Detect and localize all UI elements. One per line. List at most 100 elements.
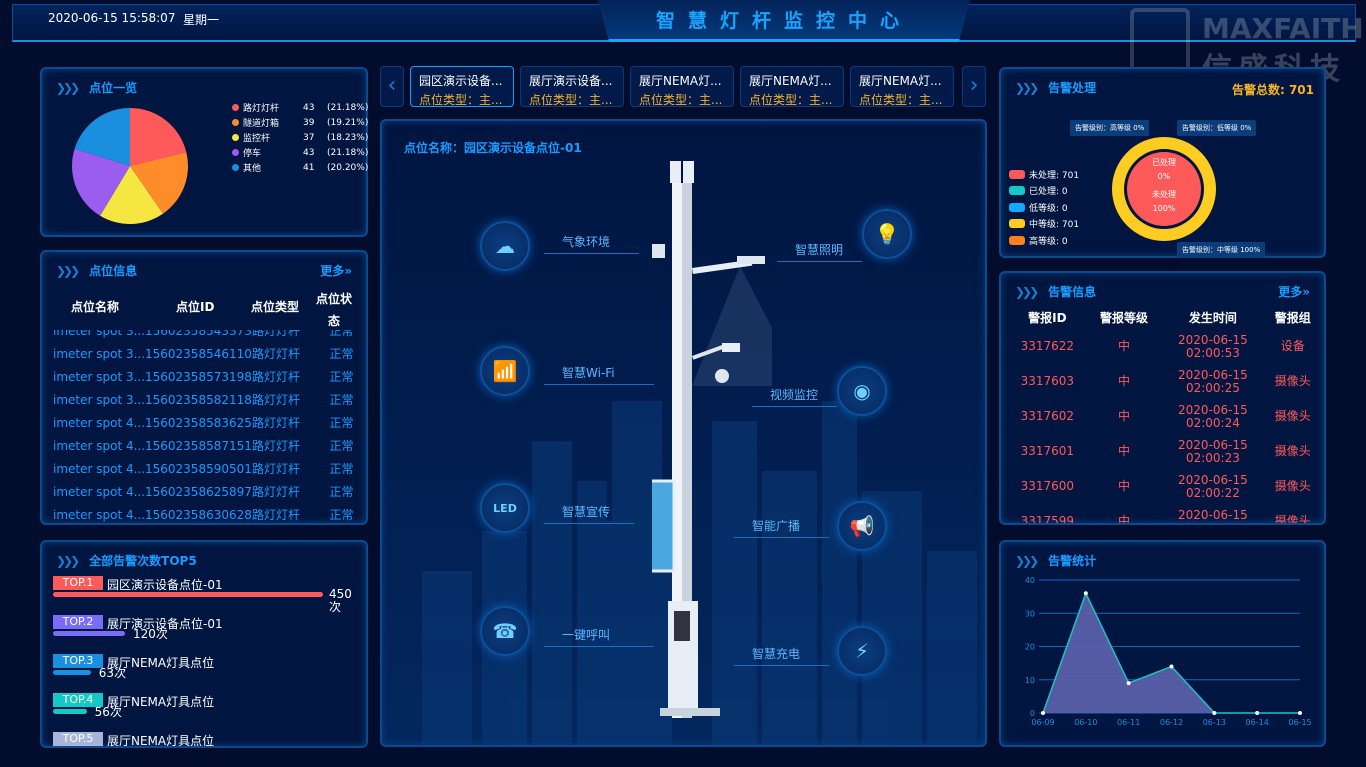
alarm-level: 中 [1117,444,1130,458]
charge-label: 智慧充电 [734,645,829,666]
data-point[interactable] [1083,591,1088,596]
point-tab[interactable]: 展厅NEMA灯...点位类型：主... [630,66,734,107]
next-arrow-button[interactable]: › [962,66,986,107]
legend-dot-icon [232,134,239,141]
data-point[interactable] [1212,711,1217,715]
alarm-level: 中 [1117,514,1130,525]
data-point[interactable] [1298,711,1302,715]
lightbulb-icon[interactable]: 💡 [862,209,912,259]
tab-type: 点位类型：主... [529,93,613,107]
alarm-level-ring: 已处理 0% 未处理 100% [1112,137,1216,241]
chevron-icon: ❯❯❯ [56,554,80,568]
data-point[interactable] [1126,681,1131,686]
alarm-group: 摄像头 [1274,479,1311,493]
more-link[interactable]: 更多» [320,264,352,278]
pie-slice[interactable] [72,148,130,216]
table-row[interactable]: imeter spot 4...15602358630628...路灯灯杆正常 [53,503,363,523]
table-row[interactable]: imeter spot 3...15602358546110...路灯灯杆正常 [53,342,363,365]
data-point[interactable] [1041,711,1045,715]
legend-swatch-icon [1009,202,1025,212]
top5-item[interactable]: TOP.3 展厅NEMA灯具点位 63次 [53,654,363,692]
top5-item[interactable]: TOP.4 展厅NEMA灯具点位 56次 [53,693,363,731]
megaphone-icon[interactable]: 📢 [837,501,887,551]
alarm-id: 3317622 [1020,339,1075,353]
battery-charge-icon[interactable]: ⚡ [837,626,887,676]
y-tick-label: 40 [1025,576,1035,585]
prev-arrow-button[interactable]: ‹ [380,66,404,107]
point-tab[interactable]: 展厅NEMA灯...点位类型：主... [850,66,954,107]
legend-dot-icon [232,104,239,111]
more-link[interactable]: 更多» [1278,285,1310,299]
table-row[interactable]: imeter spot 4...15602358590501...路灯灯杆正常 [53,457,363,480]
top5-count: 450次 [329,587,352,614]
alarm-legend-item: 高等级: 0 [1009,232,1079,249]
table-row[interactable]: imeter spot 3...15602358582118...路灯灯杆正常 [53,388,363,411]
camera-icon[interactable]: ◉ [837,366,887,416]
alarm-level: 中 [1117,409,1130,423]
alarm-clock: 02:00:53 [1185,345,1240,360]
tab-type: 点位类型：主... [419,93,503,107]
point-tab[interactable]: 展厅演示设备...点位类型：主... [520,66,624,107]
table-row[interactable]: imeter spot 3...15602358573198...路灯灯杆正常 [53,365,363,388]
table-row[interactable]: imeter spot 3...15602358543373...路灯灯杆正常 [53,330,363,342]
pie-slice[interactable] [100,166,163,224]
table-cell: 路灯灯杆 [252,508,301,522]
alarm-status-pie: 已处理 0% 未处理 100% [1127,152,1201,226]
legend-label: 已处理: 0 [1029,187,1068,198]
top5-item[interactable]: TOP.1 园区演示设备点位-01 450次 [53,576,363,614]
tab-type: 点位类型：主... [749,93,833,107]
wifi-icon[interactable]: 📶 [480,346,530,396]
chevron-icon: ❯❯❯ [1015,81,1039,95]
top5-item[interactable]: TOP.5 展厅NEMA灯具点位 [53,732,363,746]
weather-icon[interactable]: ☁ [480,221,530,271]
total-value: 701 [1288,83,1314,97]
alarm-clock: 02:00:24 [1185,415,1240,430]
pie-slice[interactable] [130,108,187,166]
alarm-id: 3317603 [1020,374,1075,388]
data-point[interactable] [1255,711,1260,715]
table-cell: 路灯灯杆 [252,347,301,361]
point-tab[interactable]: 园区演示设备... 点位类型：主... [410,66,514,107]
legend-count: 37 [303,132,315,143]
alarm-legend-item: 低等级: 0 [1009,199,1079,216]
table-row[interactable]: imeter spot 4...15602358625897...路灯灯杆正常 [53,480,363,503]
legend-swatch-icon [1009,219,1025,229]
tab-name: 园区演示设备... [419,74,503,88]
table-cell: imeter spot 4... [53,438,145,453]
overview-pie-chart [72,108,188,224]
panel-title: 点位一览 [89,81,138,95]
table-cell: 正常 [329,439,354,453]
data-point[interactable] [1169,664,1174,669]
table-cell: 15602358583625... [145,415,252,430]
table-cell: 正常 [329,416,354,430]
phone-icon[interactable]: ☎ [480,606,530,656]
alarm-date: 2020-06-15 [1178,332,1248,347]
led-icon[interactable]: LED [480,483,530,533]
y-tick-label: 30 [1025,609,1035,618]
table-cell: 15602358630628... [145,507,252,522]
alarm-level: 中 [1117,374,1130,388]
led-label: 智慧宣传 [544,503,634,524]
table-cell: 15602358587151... [145,438,252,453]
table-row[interactable]: imeter spot 4...15602358583625...路灯灯杆正常 [53,411,363,434]
rank-badge: TOP.4 [53,693,103,707]
pie-slice[interactable] [74,108,130,166]
legend-swatch-icon [1009,235,1025,245]
table-row[interactable]: imeter spot 4...15602358587151...路灯灯杆正常 [53,434,363,457]
point-tab[interactable]: 展厅NEMA灯...点位类型：主... [740,66,844,107]
table-cell: 正常 [329,508,354,522]
pie-slice[interactable] [130,152,188,214]
table-cell: imeter spot 4... [53,461,145,476]
top5-item[interactable]: TOP.2 展厅演示设备点位-01 120次 [53,615,363,653]
